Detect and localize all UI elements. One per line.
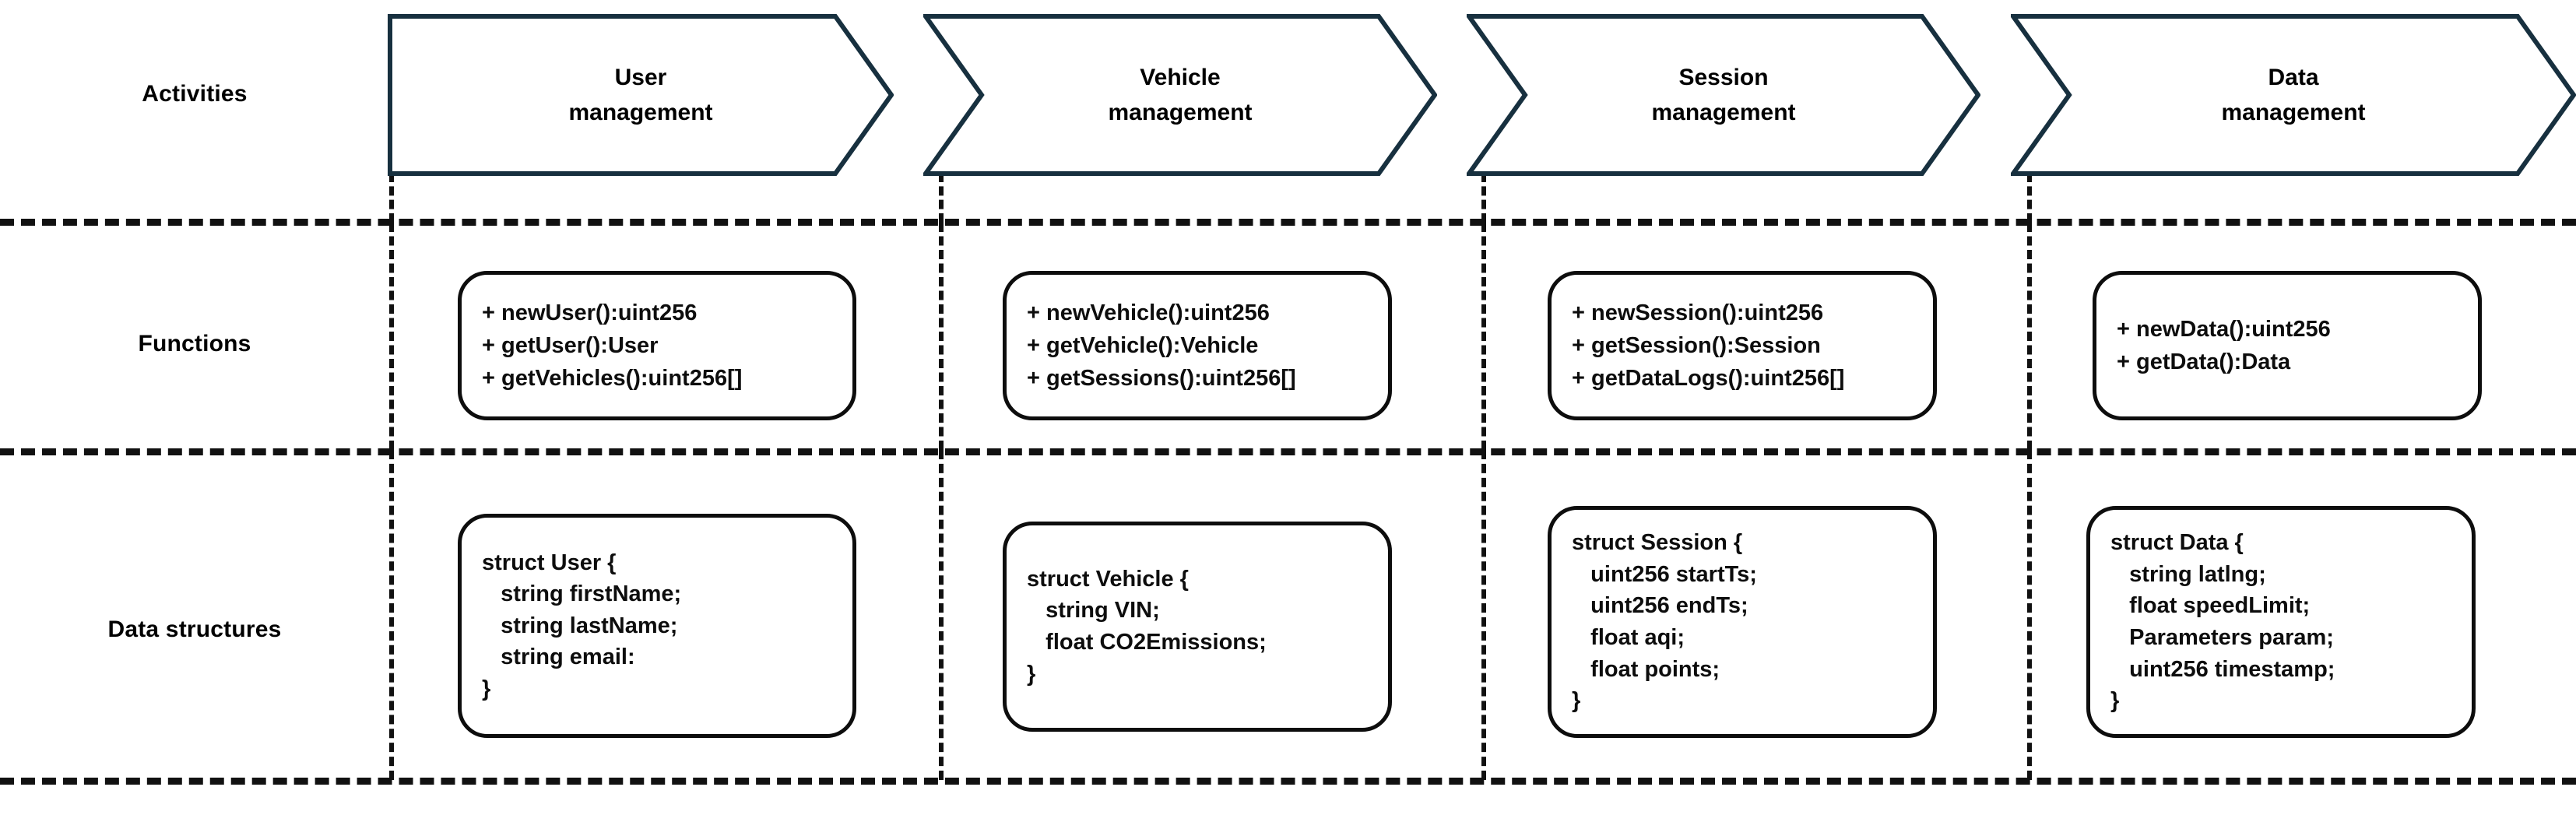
horizontal-dashed-divider-bottom [0,778,2576,785]
activity-chevron-user[interactable]: User management [388,14,894,176]
row-label-functions: Functions [138,331,251,357]
data-structure-box-vehicle-line-1: string VIN; [1027,598,1160,624]
data-structure-box-user-line-1: string firstName; [482,581,682,607]
functions-box-user-line-1: + getUser():User [482,332,659,358]
data-structure-box-data-line-5: } [2110,688,2120,714]
functions-box-vehicle[interactable]: + newVehicle():uint256 + getVehicle():Ve… [1003,271,1392,420]
data-structure-box-vehicle[interactable]: struct Vehicle { string VIN; float CO2Em… [1003,522,1392,732]
column-divider-user-a [389,173,394,223]
data-structure-box-session-line-0: struct Session { [1572,530,1743,556]
functions-box-data-line-1: + getData():Data [2117,350,2291,374]
data-structure-box-session-line-2: uint256 endTs; [1572,593,1748,619]
activity-chevron-vehicle[interactable]: Vehicle management [923,14,1437,176]
row-label-activities: Activities [142,81,248,107]
chevron-shape-data [2011,14,2576,176]
chevron-shape-vehicle [923,14,1437,176]
horizontal-dashed-divider-top [0,219,2576,226]
data-structure-box-data[interactable]: struct Data { string latlng; float speed… [2086,506,2476,738]
column-divider-data-a [2027,173,2032,223]
functions-box-vehicle-line-1: + getVehicle():Vehicle [1027,332,1259,358]
functions-box-session-line-2: + getDataLogs():uint256[] [1572,366,1845,392]
data-structure-box-session-line-1: uint256 startTs; [1572,561,1757,587]
activity-chevron-data[interactable]: Data management [2011,14,2576,176]
data-structure-box-user[interactable]: struct User { string firstName; string l… [458,514,856,738]
chevron-shape-user [388,14,894,176]
functions-box-session[interactable]: + newSession():uint256 + getSession():Se… [1548,271,1937,420]
data-structure-box-data-line-1: string latlng; [2110,561,2266,587]
column-divider-vehicle-b [939,223,944,450]
data-structure-box-session-line-4: float points; [1572,656,1720,682]
functions-box-user-line-0: + newUser():uint256 [482,300,698,325]
functions-box-vehicle-line-2: + getSessions():uint256[] [1027,366,1296,392]
data-structure-box-data-line-2: float speedLimit; [2110,593,2311,619]
data-structure-box-user-line-3: string email: [482,645,635,670]
data-structure-box-user-line-2: string lastName; [482,613,678,638]
data-structure-box-user-line-4: } [482,676,491,701]
column-divider-user-c [389,450,394,780]
data-structure-box-data-line-4: uint256 timestamp; [2110,656,2335,682]
data-structure-box-data-line-3: Parameters param; [2110,625,2334,650]
data-structure-box-vehicle-line-0: struct Vehicle { [1027,566,1189,592]
data-structure-box-data-line-0: struct Data { [2110,530,2244,556]
chevron-shape-session [1467,14,1980,176]
functions-box-user-line-2: + getVehicles():uint256[] [482,366,743,392]
column-divider-user-b [389,223,394,450]
functions-box-session-line-0: + newSession():uint256 [1572,300,1824,325]
column-divider-vehicle-c [939,450,944,780]
data-structure-box-session[interactable]: struct Session { uint256 startTs; uint25… [1548,506,1937,738]
column-divider-data-c [2027,450,2032,780]
functions-box-user[interactable]: + newUser():uint256 + getUser():User + g… [458,271,856,420]
row-label-data-structures: Data structures [107,617,282,642]
functions-box-session-line-1: + getSession():Session [1572,332,1821,358]
functions-box-data[interactable]: + newData():uint256 + getData():Data [2093,271,2482,420]
data-structure-box-session-line-5: } [1572,688,1581,714]
activity-chevron-session[interactable]: Session management [1467,14,1980,176]
column-divider-session-b [1481,223,1486,450]
column-divider-vehicle-a [939,173,944,223]
functions-box-vehicle-line-0: + newVehicle():uint256 [1027,300,1270,325]
data-structure-box-vehicle-line-2: float CO2Emissions; [1027,630,1267,655]
column-divider-data-b [2027,223,2032,450]
horizontal-dashed-divider-middle [0,448,2576,455]
data-structure-box-session-line-3: float aqi; [1572,625,1685,650]
data-structure-box-vehicle-line-3: } [1027,661,1036,687]
column-divider-session-a [1481,173,1486,223]
column-divider-session-c [1481,450,1486,780]
functions-box-data-line-0: + newData():uint256 [2117,316,2331,342]
data-structure-box-user-line-0: struct User { [482,550,617,575]
